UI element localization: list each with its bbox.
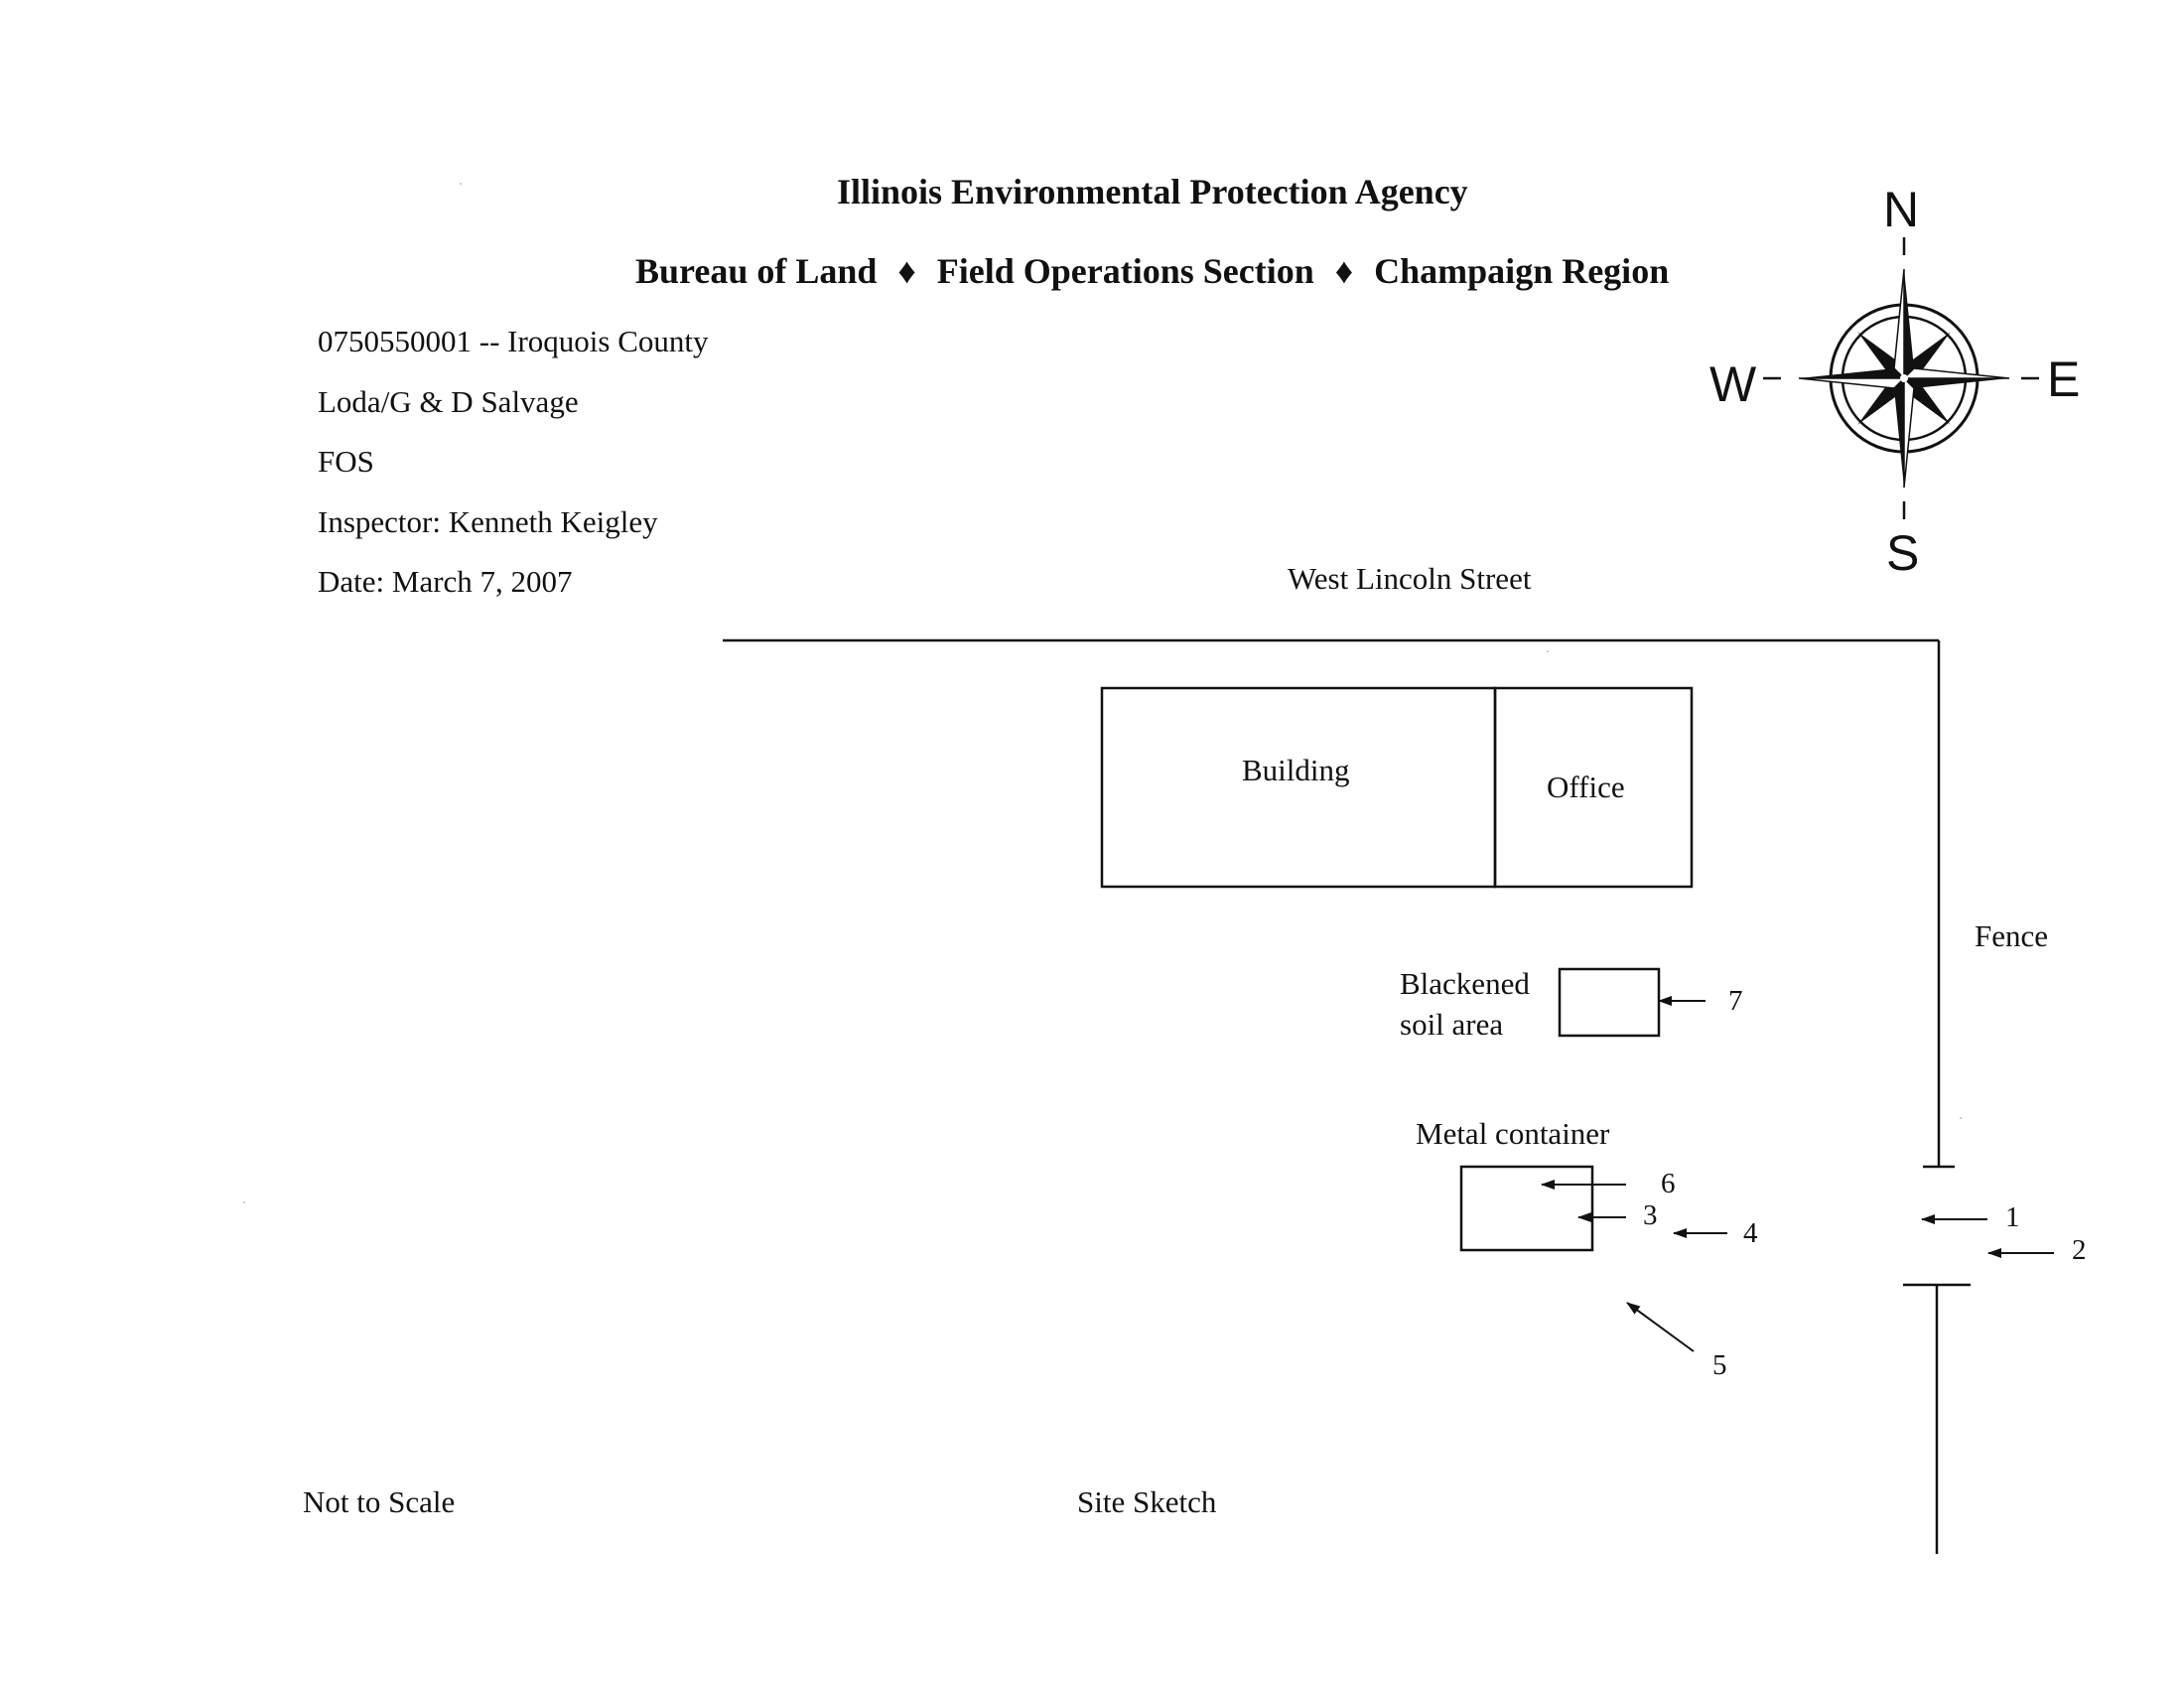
office-label: Office — [1547, 770, 1625, 804]
compass-north-label: N — [1883, 182, 1920, 237]
subtitle-region: Champaign Region — [1374, 251, 1670, 291]
street-label: West Lincoln Street — [1288, 561, 1532, 596]
subtitle-bureau: Bureau of Land — [635, 251, 878, 291]
building-outline — [1100, 686, 1497, 889]
compass-west-label: W — [1709, 356, 1757, 412]
office-outline — [1493, 686, 1694, 889]
subtitle-separator: ♦ — [897, 251, 916, 291]
blackened-soil-box — [1558, 967, 1661, 1038]
fence-label: Fence — [1975, 918, 2049, 953]
inspector-line: Inspector: Kenneth Keigley — [318, 504, 658, 539]
building-label: Building — [1242, 753, 1350, 787]
photo-point-4: 4 — [1743, 1217, 1758, 1249]
compass-rose — [1763, 237, 2039, 519]
photo-point-2: 2 — [2072, 1234, 2087, 1266]
blackened-soil-label-2: soil area — [1400, 1007, 1504, 1042]
site-name: Loda/G & D Salvage — [318, 384, 579, 419]
photo-point-1: 1 — [2005, 1201, 2020, 1233]
agency-title: Illinois Environmental Protection Agency — [837, 172, 1468, 211]
date-line: Date: March 7, 2007 — [318, 564, 573, 599]
metal-container-label: Metal container — [1416, 1116, 1610, 1151]
blackened-soil-label-1: Blackened — [1400, 966, 1530, 1001]
program-label: FOS — [318, 444, 374, 479]
scan-speck — [1547, 650, 1549, 652]
subtitle-section: Field Operations Section — [936, 251, 1314, 291]
site-id-line: 0750550001 -- Iroquois County — [318, 324, 709, 358]
subtitle: Bureau of Land ♦ Field Operations Sectio… — [635, 253, 1669, 289]
photo-point-7: 7 — [1728, 985, 1743, 1017]
compass-south-label: S — [1886, 525, 1920, 581]
sketch-caption: Site Sketch — [1077, 1484, 1217, 1519]
metal-container-box — [1459, 1165, 1594, 1252]
scan-speck — [243, 1201, 245, 1203]
subtitle-separator: ♦ — [1334, 251, 1354, 291]
not-to-scale-note: Not to Scale — [303, 1484, 456, 1519]
compass-east-label: E — [2047, 351, 2081, 407]
scan-speck — [460, 183, 462, 185]
scan-speck — [1960, 1117, 1962, 1119]
photo-point-5: 5 — [1712, 1349, 1727, 1381]
photo-point-3: 3 — [1643, 1199, 1658, 1231]
photo-point-6: 6 — [1661, 1168, 1676, 1199]
arrow-5 — [1626, 1302, 1695, 1352]
